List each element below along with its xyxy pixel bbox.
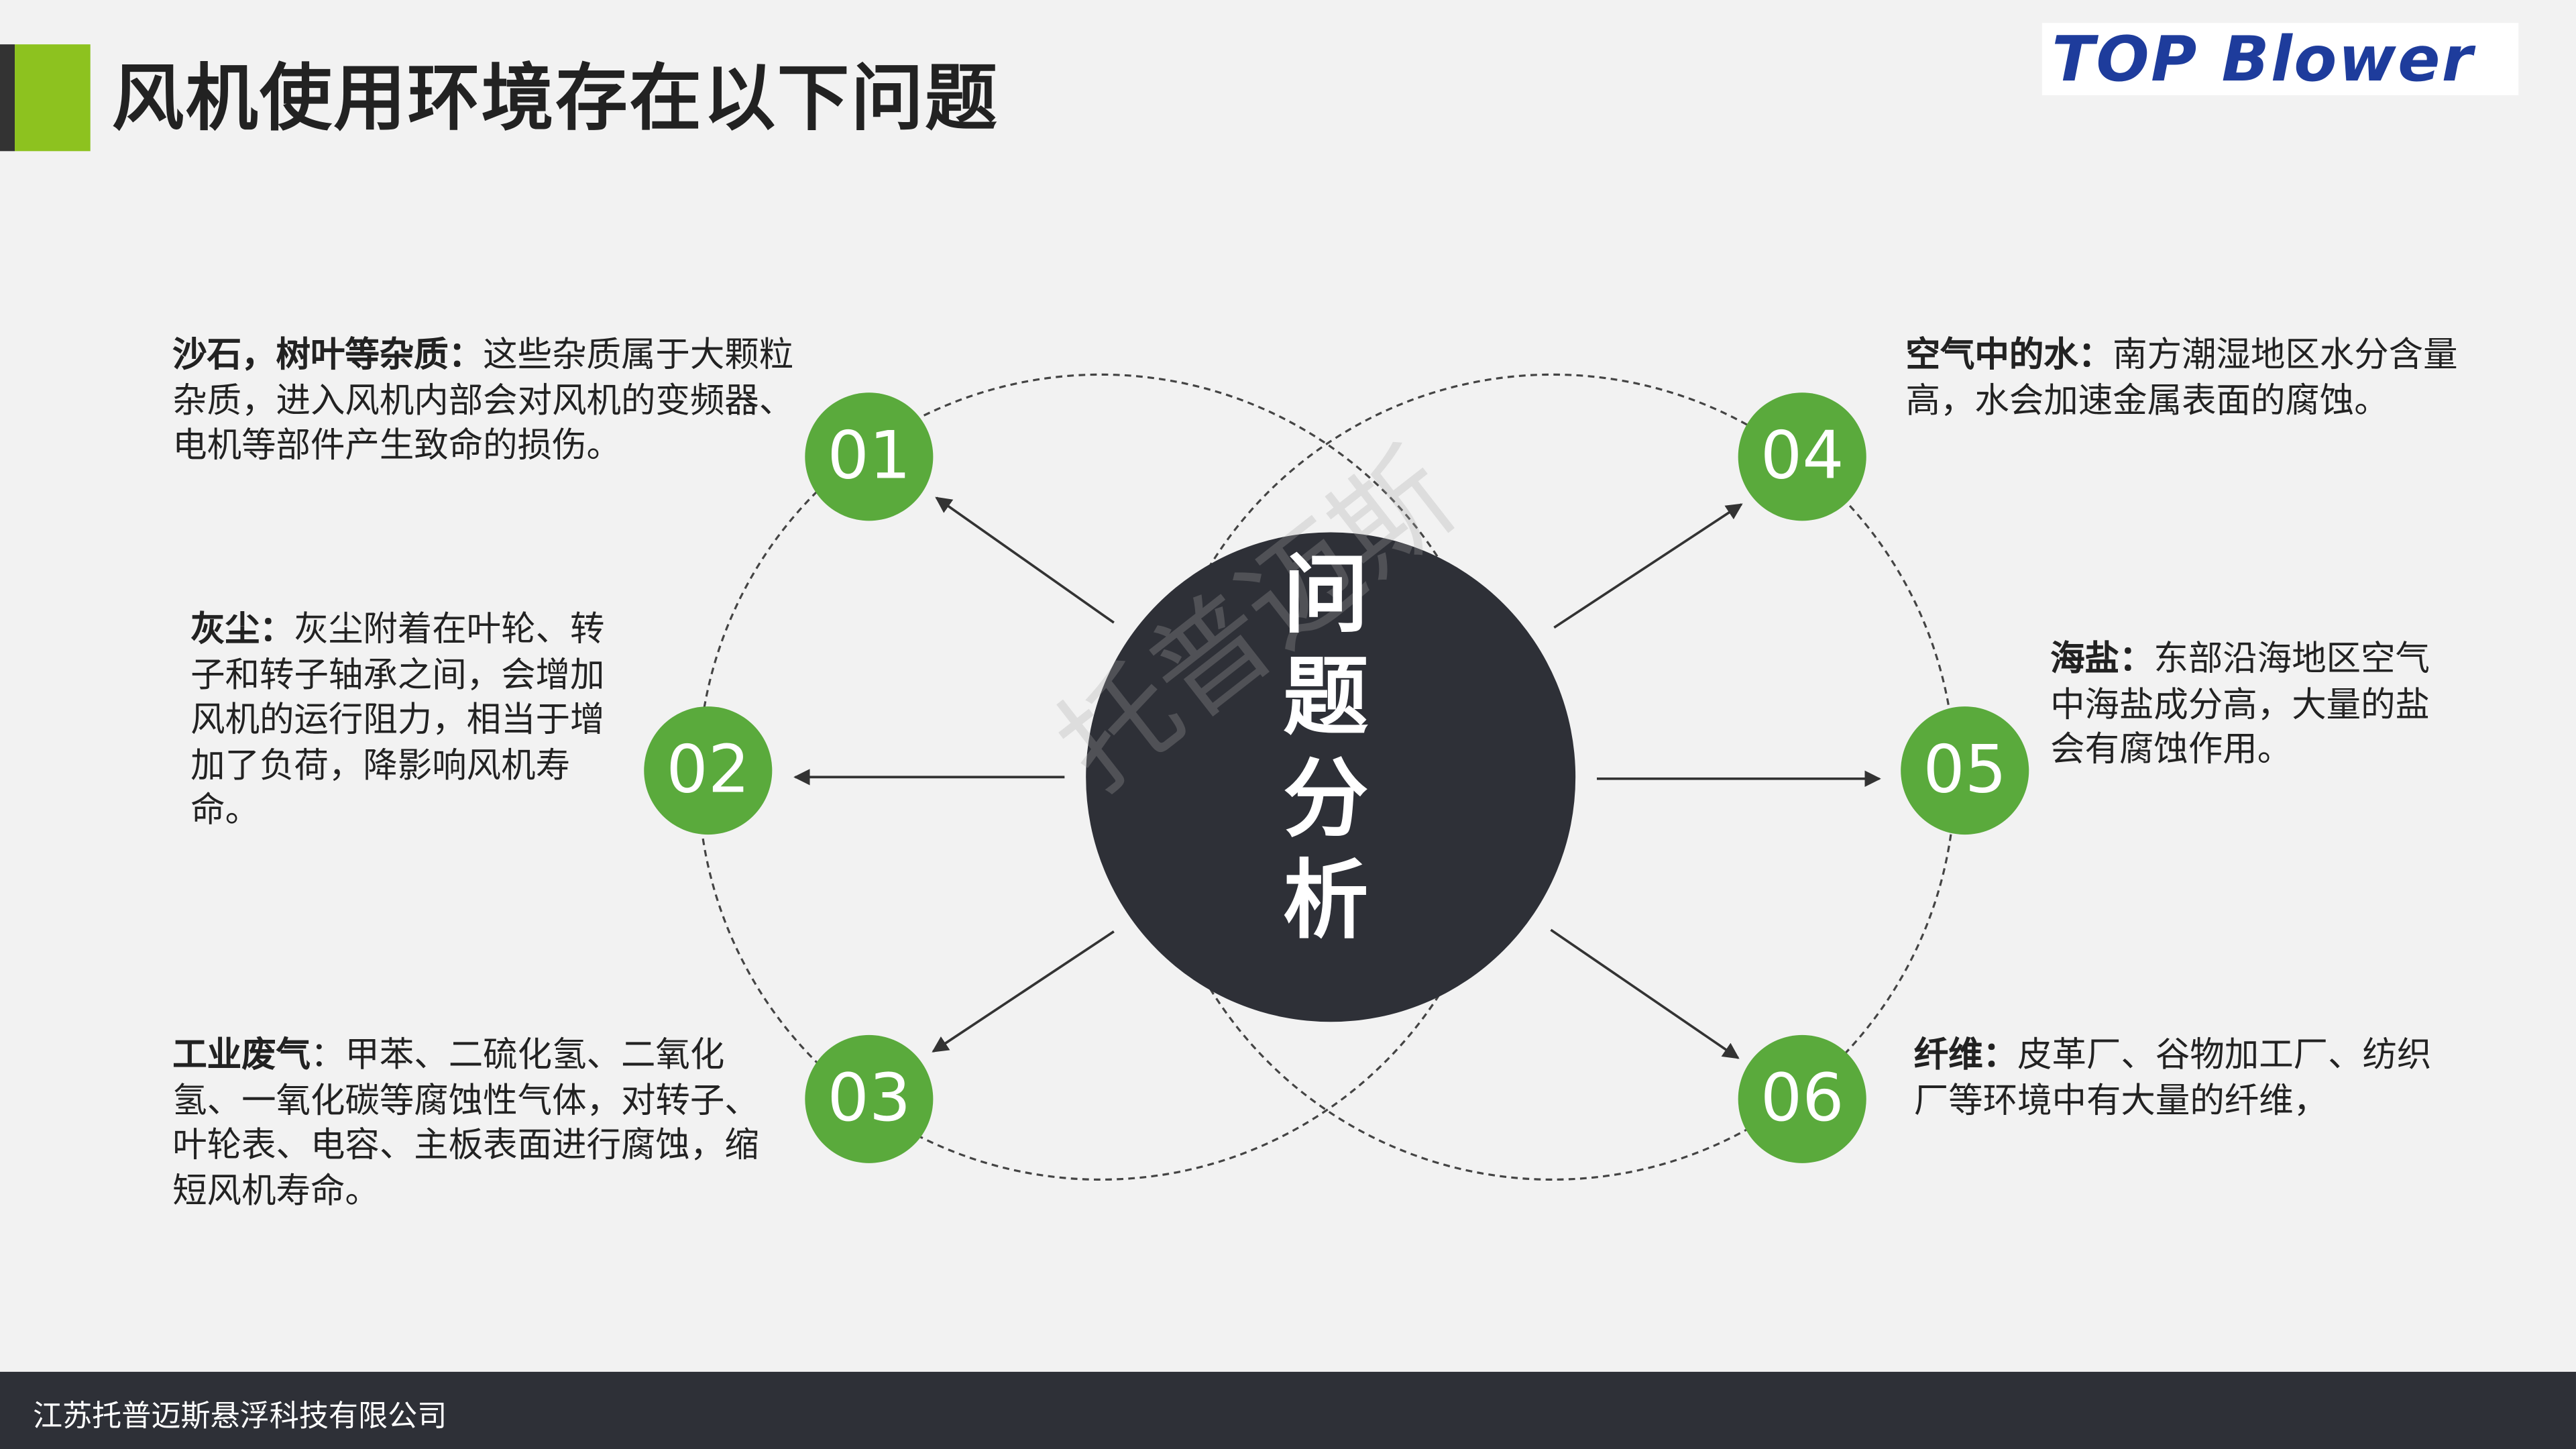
page-title: 风机使用环境存在以下问题 — [111, 57, 999, 142]
number-badge-05: 05 — [1901, 706, 2029, 835]
item-01-title: 沙石，树叶等杂质： — [172, 335, 484, 375]
item-05-text: 东部沿海地区空气中海盐成分高，大量的盐会有腐蚀作用。 — [2050, 639, 2430, 769]
item-02-title: 灰尘： — [190, 609, 294, 649]
logo-text: TOP Blower — [2052, 23, 2475, 96]
title-accent-bar-green — [15, 44, 91, 152]
arrow-03 — [932, 930, 1115, 1053]
item-05-description: 海盐：东部沿海地区空气中海盐成分高，大量的盐会有腐蚀作用。 — [2050, 637, 2455, 773]
item-02-text: 灰尘附着在叶轮、转子和转子轴承之间，会增加风机的运行阻力，相当于增加了负荷，降影… — [190, 609, 605, 830]
footer-bar: 江苏托普迈斯悬浮科技有限公司 — [0, 1371, 2576, 1449]
arrow-01 — [935, 496, 1115, 624]
item-05-title: 海盐： — [2050, 639, 2154, 679]
arrow-06 — [1550, 928, 1740, 1059]
footer-company: 江苏托普迈斯悬浮科技有限公司 — [32, 1399, 447, 1434]
logo: TOP Blower — [2041, 23, 2519, 96]
center-circle — [1086, 532, 1576, 1022]
number-badge-03: 03 — [805, 1034, 934, 1163]
item-01-description: 沙石，树叶等杂质：这些杂质属于大颗粒杂质，进入风机内部会对风机的变频器、电机等部… — [172, 333, 793, 469]
item-04-text: 南方潮湿地区水分含量高，水会加速金属表面的腐蚀。 — [1905, 335, 2458, 420]
arrow-04 — [1553, 503, 1743, 629]
number-badge-06: 06 — [1738, 1034, 1866, 1163]
item-03-description: 工业废气：甲苯、二硫化氢、二氧化氢、一氧化碳等腐蚀性气体，对转子、叶轮表、电容、… — [172, 1033, 777, 1214]
item-06-description: 纤维：皮革厂、谷物加工厂、纺织厂等环境中有大量的纤维， — [1914, 1033, 2459, 1124]
item-06-title: 纤维： — [1913, 1034, 2018, 1075]
item-01-text: 这些杂质属于大颗粒杂质，进入风机内部会对风机的变频器、电机等部件产生致命的损伤。 — [172, 335, 794, 466]
item-04-title: 空气中的水： — [1905, 335, 2113, 375]
item-03-text: ：甲苯、二硫化氢、二氧化氢、一氧化碳等腐蚀性气体，对转子、叶轮表、电容、主板表面… — [172, 1034, 759, 1210]
item-06-text: 皮革厂、谷物加工厂、纺织厂等环境中有大量的纤维， — [1913, 1034, 2432, 1120]
item-03-title: 工业废气 — [172, 1034, 311, 1075]
title-accent-bar-dark — [0, 44, 15, 152]
number-badge-04: 04 — [1738, 392, 1866, 521]
item-02-description: 灰尘：灰尘附着在叶轮、转子和转子轴承之间，会增加风机的运行阻力，相当于增加了负荷… — [190, 608, 637, 834]
number-badge-02: 02 — [644, 706, 773, 835]
item-04-description: 空气中的水：南方潮湿地区水分含量高，水会加速金属表面的腐蚀。 — [1906, 333, 2458, 424]
center-label: 问题分析 — [1283, 547, 1369, 951]
number-badge-01: 01 — [805, 392, 934, 521]
